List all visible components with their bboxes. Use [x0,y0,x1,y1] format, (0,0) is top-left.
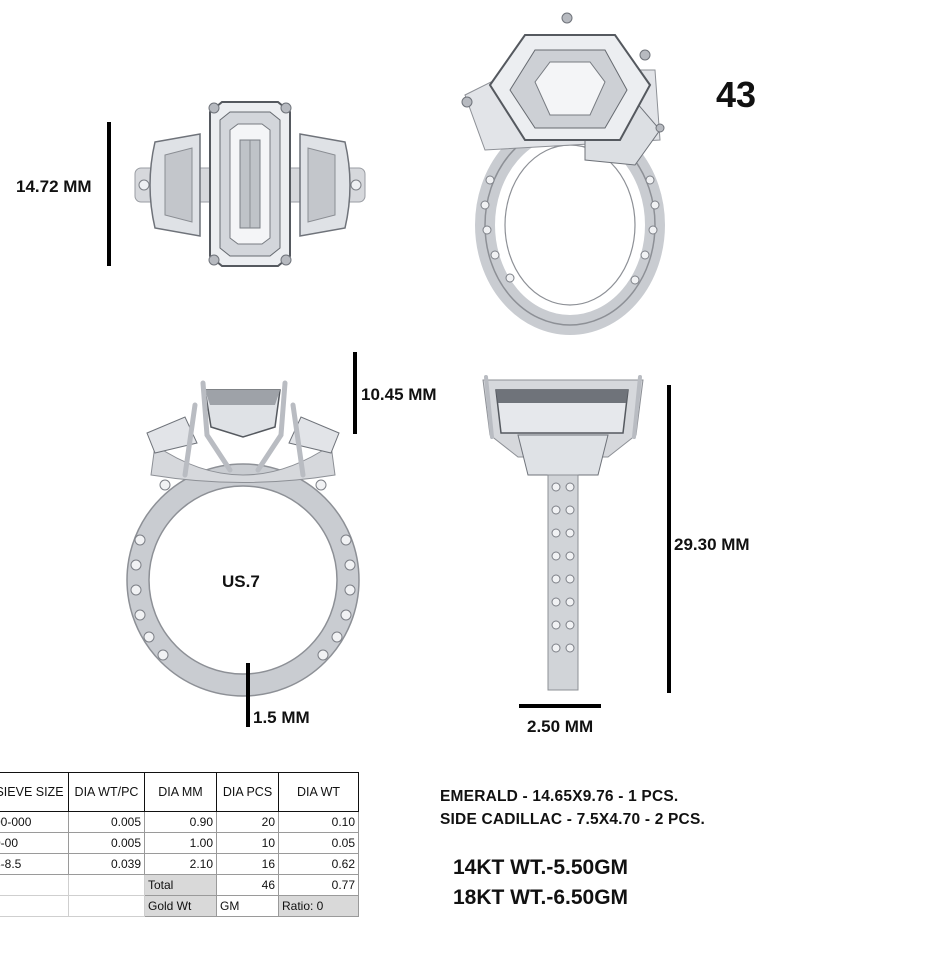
table-cell: 0-00 [0,832,69,854]
table-cell: 0.62 [278,853,359,875]
table-header-row: SIEVE SIZE DIA WT/PC DIA MM DIA PCS DIA … [0,772,359,812]
table-cell: 0.05 [278,832,359,854]
ring-top-view-image [134,101,366,267]
total-pcs: 46 [216,874,279,896]
table-cell: 20 [216,811,279,833]
table-total-row: Total 46 0.77 [0,874,359,896]
table-gold-row: Gold Wt GM Ratio: 0 [0,895,359,917]
column-header: DIA MM [144,772,217,812]
empty-cell [0,895,69,917]
shank-width-label: 2.50 MM [527,717,594,736]
total-label: Total [144,874,217,896]
column-header: DIA WT [278,772,359,812]
total-weight: 0.77 [278,874,359,896]
gold-wt-unit: GM [216,895,279,917]
side-stone-spec: SIDE CADILLAC - 7.5X4.70 - 2 PCS. [440,811,705,828]
table-cell: 0.039 [68,853,145,875]
head-height-indicator [353,352,357,434]
ring-perspective-image [461,12,665,335]
table-row: 00-000 0.005 0.90 20 0.10 [0,811,359,833]
model-number: 43 [716,74,757,115]
column-header: DIA WT/PC [68,772,145,812]
gold-weight-14kt: 14KT WT.-5.50GM [453,856,629,879]
column-header: DIA PCS [216,772,279,812]
table-cell: 0.005 [68,811,145,833]
gold-weight-18kt: 18KT WT.-6.50GM [453,886,629,909]
table-cell: 16 [216,853,279,875]
shank-thickness-label: 1.5 MM [253,708,310,727]
top-width-label: 14.72 MM [16,177,92,196]
empty-cell [68,874,145,896]
empty-cell [68,895,145,917]
table-cell: 0.005 [68,832,145,854]
head-height-label: 10.45 MM [361,385,437,404]
empty-cell [0,874,69,896]
table-cell: 0.90 [144,811,217,833]
table-cell: 8-8.5 [0,853,69,875]
table-cell: 10 [216,832,279,854]
table-row: 8-8.5 0.039 2.10 16 0.62 [0,853,359,875]
table-row: 0-00 0.005 1.00 10 0.05 [0,832,359,854]
diamond-spec-table: SIEVE SIZE DIA WT/PC DIA MM DIA PCS DIA … [0,772,359,917]
gold-wt-label: Gold Wt [144,895,217,917]
table-cell: 00-000 [0,811,69,833]
table-cell: 1.00 [144,832,217,854]
ring-front-view-image [126,380,360,697]
table-cell: 2.10 [144,853,217,875]
total-height-label: 29.30 MM [674,535,750,554]
center-stone-spec: EMERALD - 14.65X9.76 - 1 PCS. [440,788,679,805]
ratio-value: Ratio: 0 [278,895,359,917]
top-width-indicator [107,122,111,266]
table-cell: 0.10 [278,811,359,833]
shank-thickness-indicator [246,663,250,727]
ring-side-view-image [482,375,644,691]
column-header: SIEVE SIZE [0,772,69,812]
total-height-indicator [667,385,671,693]
ring-size-label: US.7 [222,572,260,591]
shank-width-indicator [519,704,601,708]
